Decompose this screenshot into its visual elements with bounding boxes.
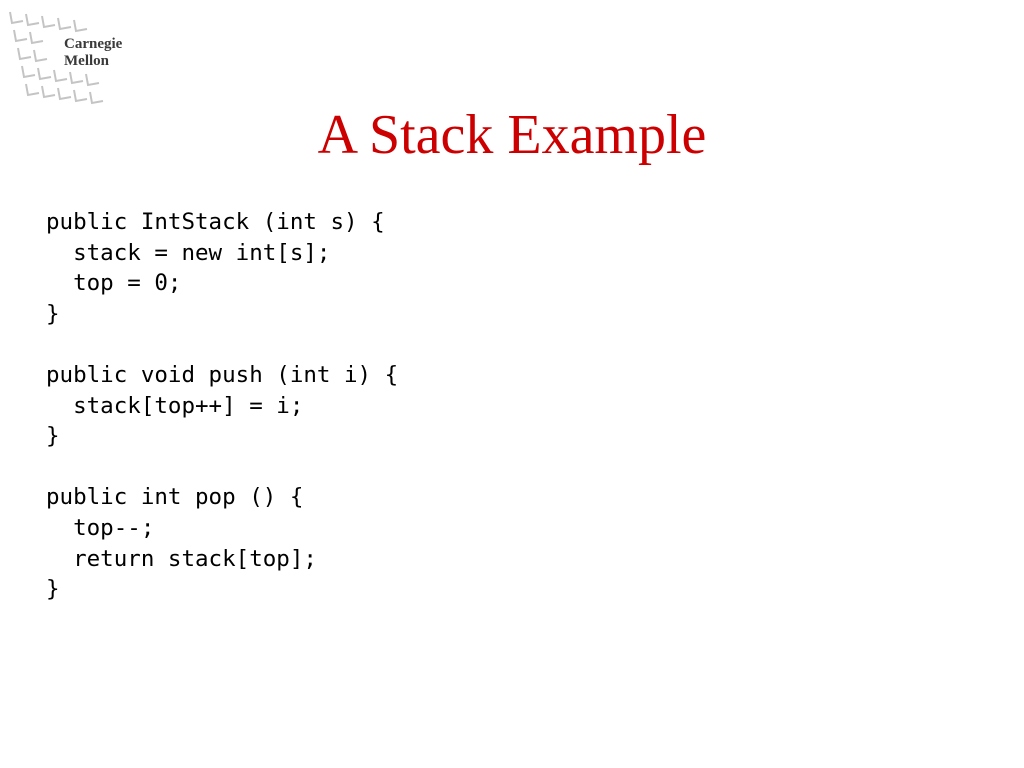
code-line: } [46, 300, 60, 327]
logo-pattern-mark [69, 71, 84, 85]
logo-pattern-mark [17, 47, 32, 61]
logo-pattern-mark [89, 91, 104, 105]
logo-pattern-mark [29, 31, 44, 45]
logo-pattern-mark [73, 19, 88, 33]
code-line: } [46, 576, 60, 603]
code-line: stack[top++] = i; [46, 392, 304, 419]
code-line: top--; [46, 514, 155, 541]
logo-line-1: Carnegie [64, 36, 123, 52]
logo-pattern-mark [85, 73, 100, 87]
code-line: top = 0; [46, 270, 182, 297]
logo-pattern-mark [21, 65, 36, 79]
logo-pattern-mark [73, 89, 88, 103]
code-block: public IntStack (int s) { stack = new in… [46, 207, 398, 605]
logo-wordmark: Carnegie Mellon [64, 36, 122, 70]
carnegie-mellon-logo: Carnegie Mellon [4, 8, 144, 114]
logo-pattern-mark [13, 29, 28, 43]
code-line: return stack[top]; [46, 545, 317, 572]
logo-pattern-mark [57, 17, 72, 31]
logo-pattern-mark [41, 85, 56, 99]
code-line: public int pop () { [46, 484, 304, 511]
logo-pattern-mark [53, 69, 68, 83]
code-line: } [46, 423, 60, 450]
code-line [46, 329, 398, 360]
logo-pattern-mark [41, 15, 56, 29]
code-line: stack = new int[s]; [46, 239, 331, 266]
logo-pattern-mark [33, 49, 48, 63]
logo-line-2: Mellon [64, 53, 109, 69]
logo-pattern-mark [25, 13, 40, 27]
logo-pattern-mark [25, 83, 40, 97]
logo-pattern-mark [57, 87, 72, 101]
code-line [46, 452, 398, 483]
logo-pattern-mark [37, 67, 52, 81]
logo-pattern-icon [9, 11, 104, 105]
logo-pattern-mark [9, 11, 24, 25]
code-line: public IntStack (int s) { [46, 209, 385, 235]
code-line: public void push (int i) { [46, 361, 399, 388]
slide-title: A Stack Example [317, 104, 707, 166]
